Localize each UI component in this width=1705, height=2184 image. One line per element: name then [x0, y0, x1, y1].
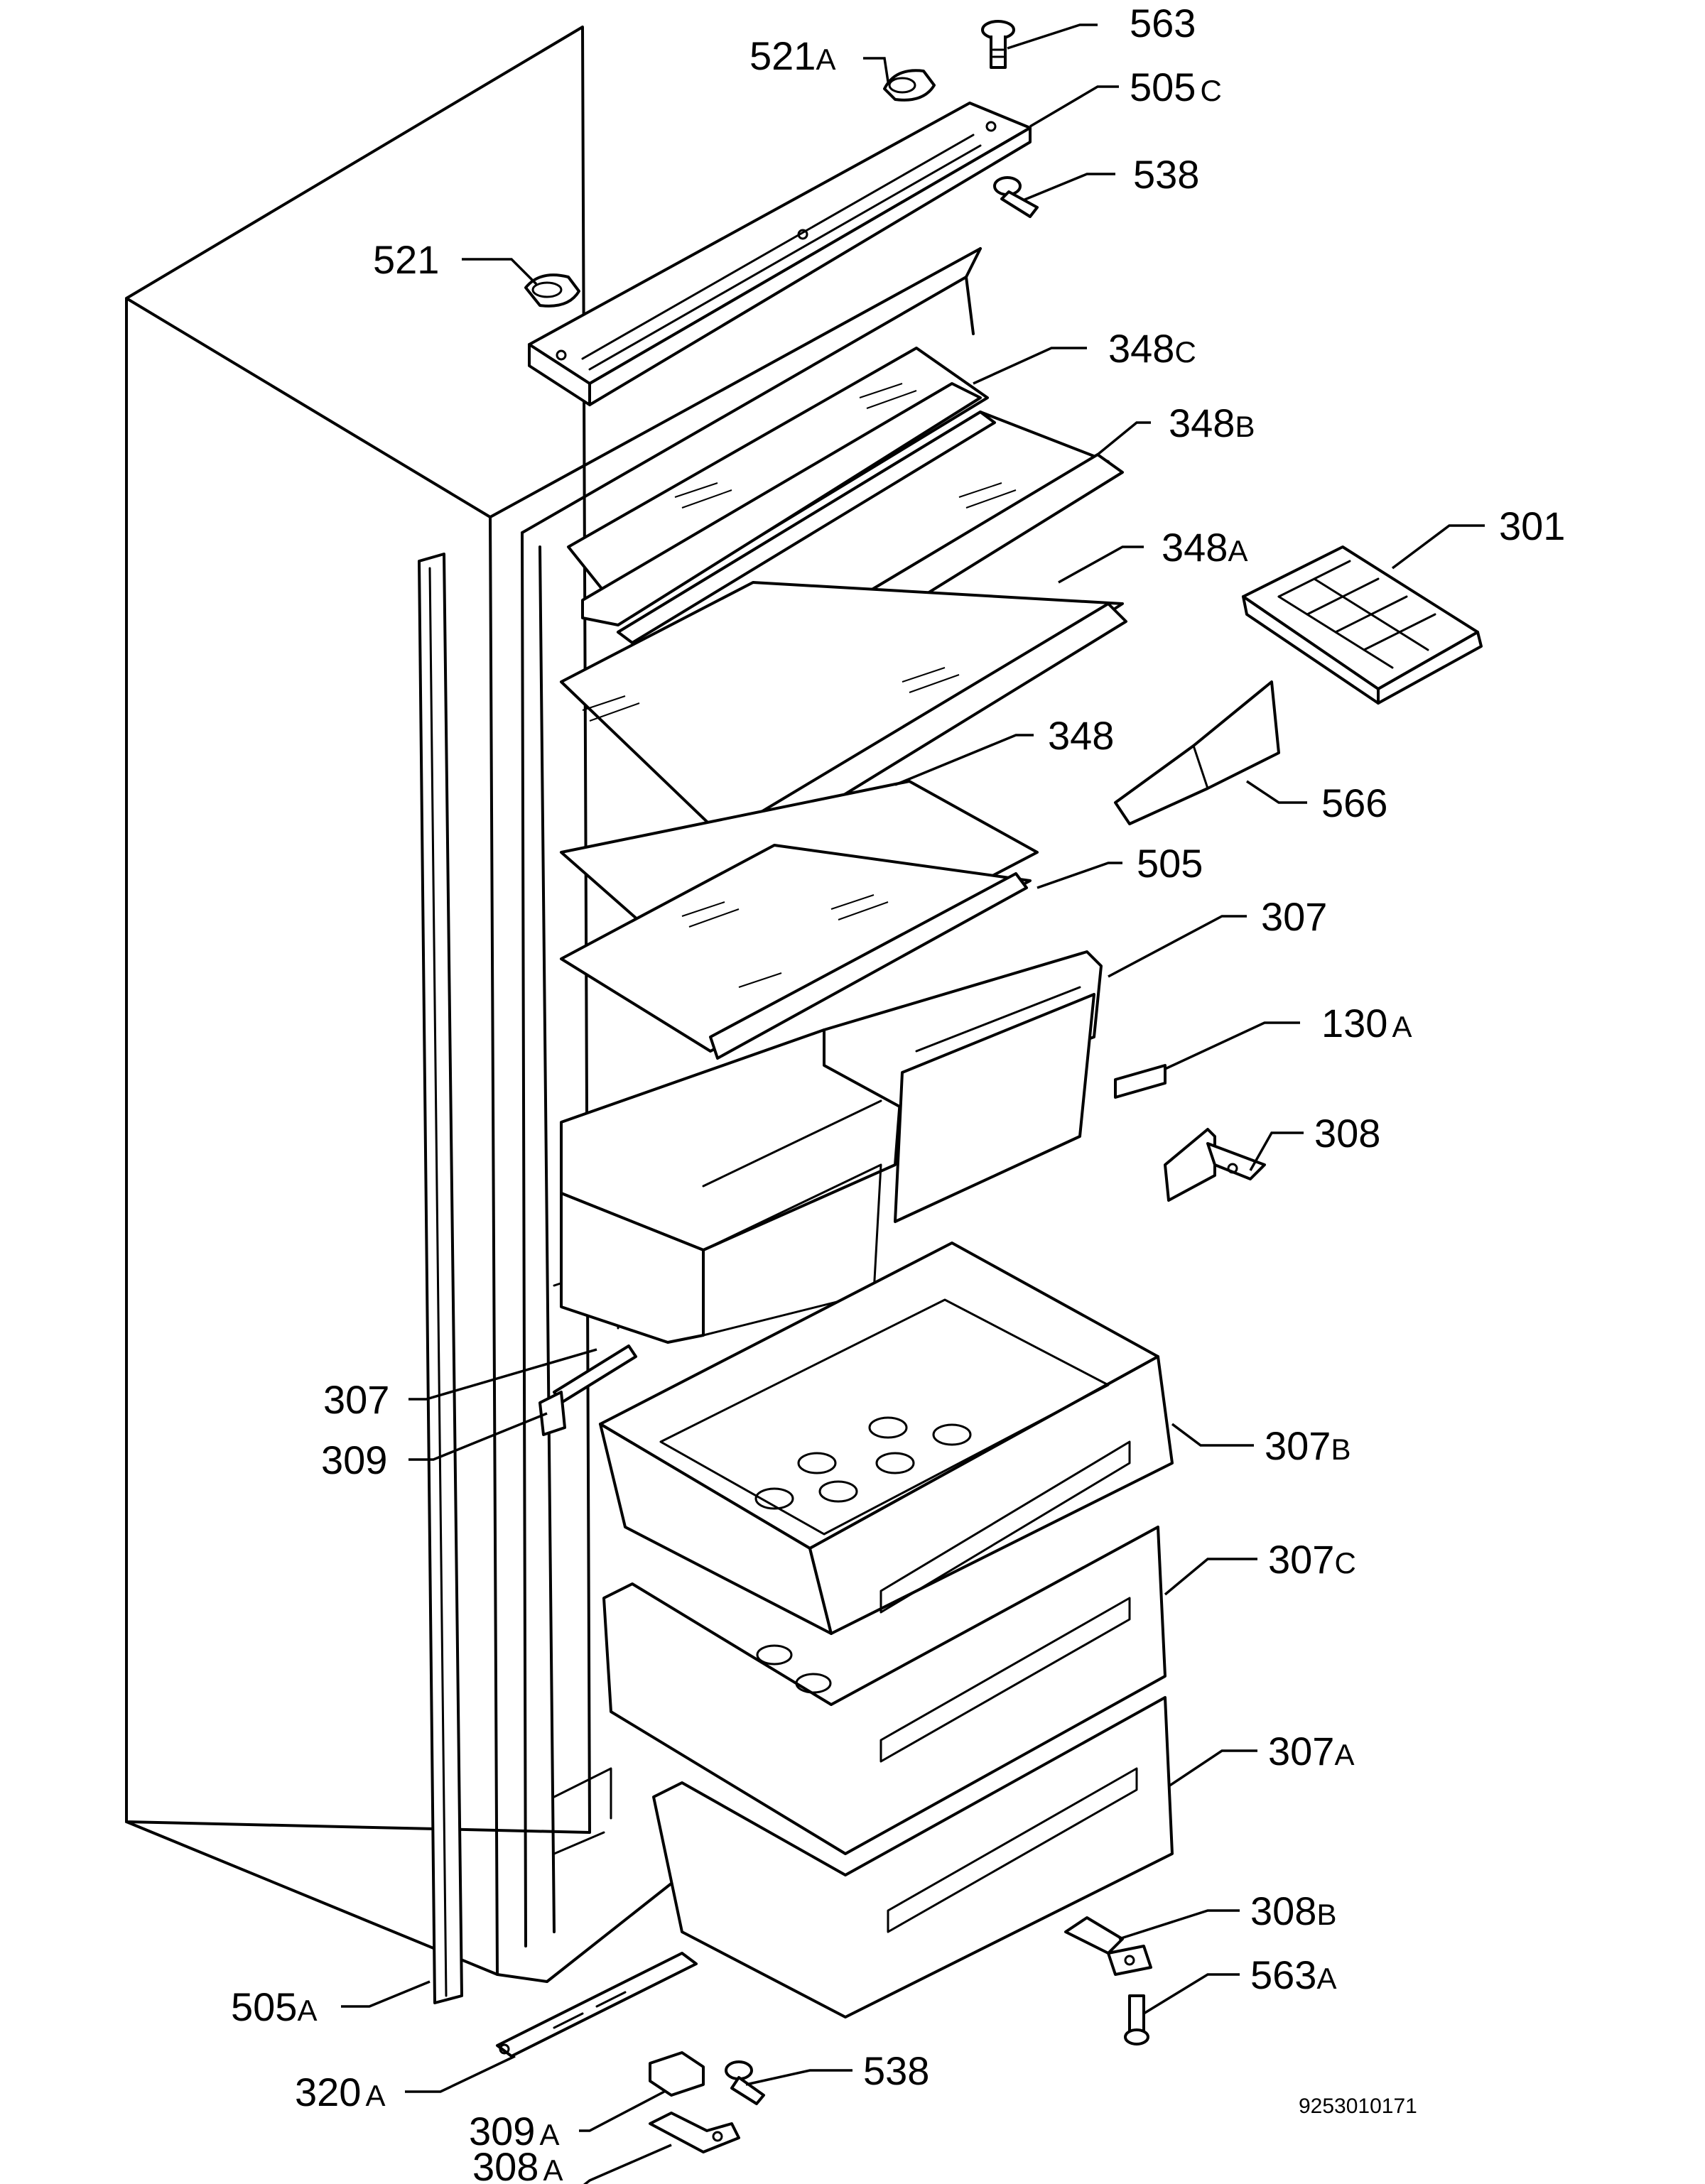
label-521: 521 [373, 237, 439, 282]
glass-shelf-348c [567, 347, 989, 626]
hinge-308 [1164, 1128, 1266, 1202]
guide-rail-307-left [553, 1344, 637, 1404]
leader-lines [341, 23, 1485, 2184]
door-gasket-505a [418, 553, 463, 2004]
label-538-top: 538 [1133, 152, 1199, 197]
hinge-pin-563a [1124, 1994, 1149, 2046]
label-505a: 505A [231, 1984, 317, 2029]
hinge-cap-521a [883, 69, 936, 102]
label-309: 309 [321, 1438, 387, 1482]
bottom-rail-320a [496, 1952, 698, 2058]
label-563: 563 [1130, 1, 1196, 45]
hinge-cap-521 [524, 273, 580, 308]
label-307-left: 307 [323, 1377, 389, 1422]
crisper-cover-505 [560, 844, 1032, 1060]
label-348b: 348B [1169, 401, 1255, 445]
label-307b: 307B [1265, 1423, 1351, 1468]
hinge-bushing-538-bottom [725, 2060, 765, 2105]
label-505: 505 [1137, 841, 1203, 886]
crisper-bin-right [823, 950, 1103, 1223]
label-308b: 308B [1250, 1889, 1336, 1933]
freezer-drawer-307b [599, 1242, 1174, 1635]
label-566: 566 [1321, 781, 1387, 825]
label-563a: 563A [1250, 1952, 1336, 1997]
ice-tray-301 [1242, 545, 1483, 705]
label-307c: 307C [1268, 1537, 1356, 1582]
ice-scraper-566 [1114, 680, 1280, 825]
freezer-drawer-307c [602, 1526, 1167, 1855]
label-348: 348 [1048, 713, 1114, 758]
cap-309a [649, 2051, 705, 2097]
label-521a: 521A [749, 33, 835, 78]
label-348a: 348A [1162, 525, 1247, 570]
hinge-308a [649, 2112, 740, 2153]
cabinet-body [125, 26, 982, 1983]
hinge-bushing-538-top [993, 176, 1039, 218]
label-348c: 348C [1108, 326, 1196, 371]
label-307a: 307A [1268, 1729, 1354, 1773]
label-308: 308 [1314, 1111, 1380, 1156]
bracket-130a [1114, 1064, 1167, 1099]
clip-309 [538, 1391, 566, 1436]
freezer-drawer-307a [652, 1696, 1174, 2019]
label-301: 301 [1499, 504, 1565, 548]
label-307-top: 307 [1261, 894, 1327, 939]
top-rail-505c [528, 102, 1032, 406]
hinge-308b [1064, 1916, 1152, 1976]
label-538-bottom: 538 [863, 2048, 929, 2093]
hinge-pin-563 [981, 20, 1015, 69]
document-id: 9253010171 [1299, 2095, 1417, 2118]
